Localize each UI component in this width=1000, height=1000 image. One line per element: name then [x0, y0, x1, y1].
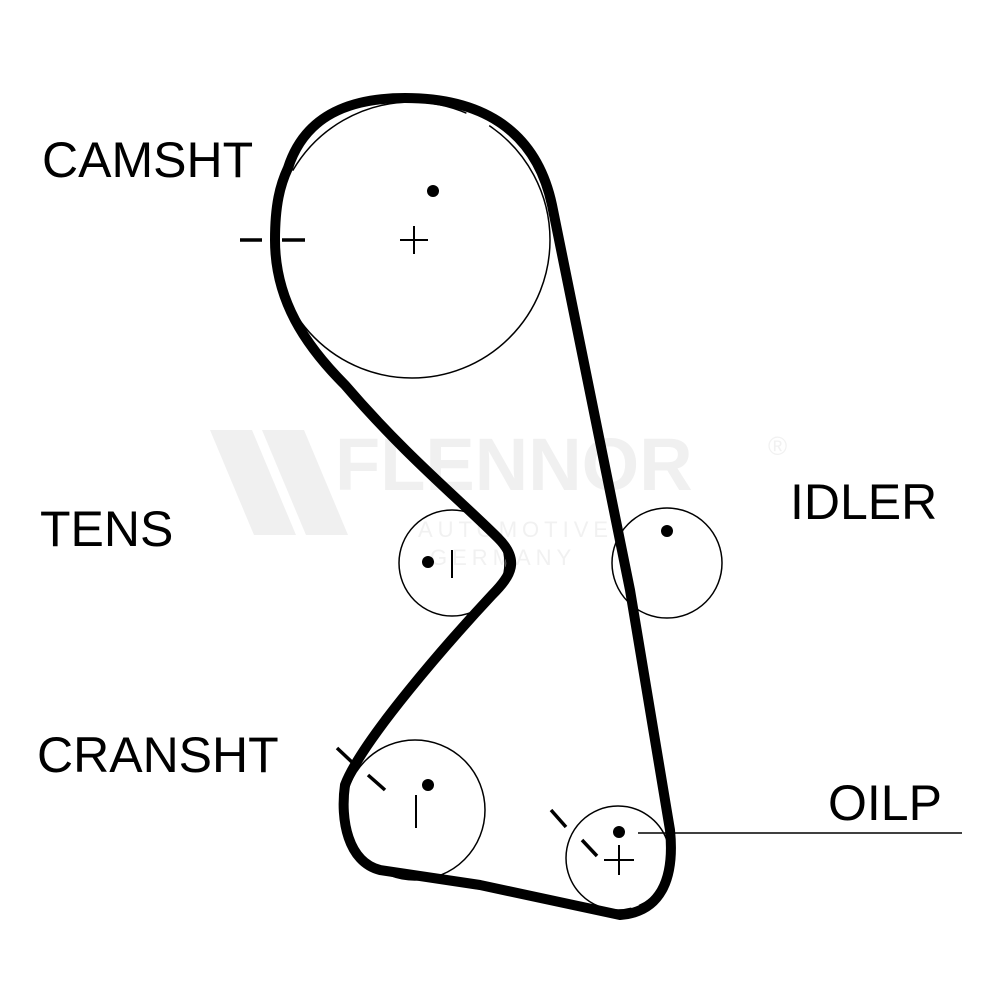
crankshaft-timing-dot — [422, 779, 434, 791]
watermark: FLENNOR ® AUTOMOTIVE GERMANY — [210, 423, 787, 570]
label-crankshaft: CRANSHT — [37, 727, 279, 783]
camshaft-timing-dot — [427, 185, 439, 197]
crankshaft-timing-mark — [335, 746, 356, 766]
oil-pump-center-cross — [604, 845, 634, 875]
watermark-line2: GERMANY — [430, 545, 576, 570]
label-camshaft: CAMSHT — [42, 132, 253, 188]
oil-pump-dot — [613, 826, 625, 838]
crankshaft-timing-mark — [366, 773, 387, 792]
watermark-logo-stripe — [262, 430, 348, 535]
watermark-logo-stripe — [210, 430, 296, 535]
watermark-line1: AUTOMOTIVE — [418, 517, 613, 542]
camshaft-center-cross — [400, 226, 428, 254]
oil-pump-timing-mark — [549, 808, 568, 829]
idler-pulley — [611, 507, 723, 619]
tensioner-dot — [422, 556, 434, 568]
idler-dot — [661, 525, 673, 537]
label-tensioner: TENS — [40, 501, 173, 557]
tensioner-pulley — [398, 509, 506, 617]
label-oil-pump: OILP — [828, 775, 942, 831]
watermark-registered: ® — [768, 431, 787, 461]
label-idler: IDLER — [790, 474, 937, 530]
oil-pump-timing-mark — [580, 838, 599, 858]
timing-belt — [270, 93, 676, 920]
